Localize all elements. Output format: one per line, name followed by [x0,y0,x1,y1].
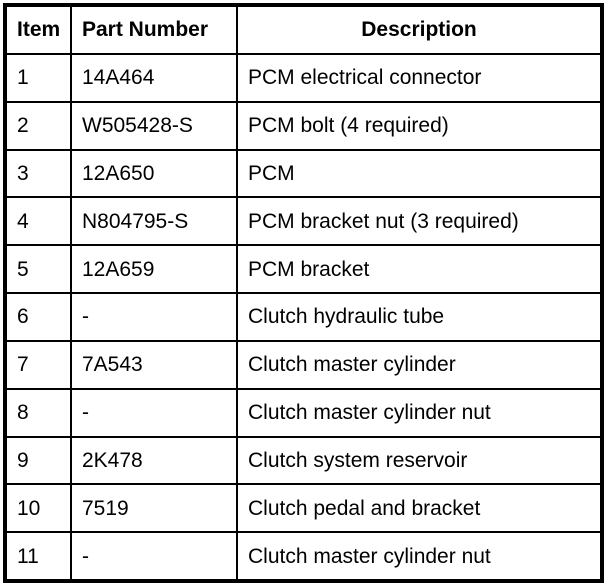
header-row: Item Part Number Description [4,4,603,55]
item-cell: 11 [4,531,72,582]
parts-table: Item Part Number Description 1 14A464 PC… [3,3,604,583]
description-cell: Clutch master cylinder [236,339,603,390]
description-cell: Clutch hydraulic tube [236,292,603,342]
description-cell: Clutch pedal and bracket [236,483,603,534]
table-row: 10 7519 Clutch pedal and bracket [4,483,603,534]
part-number-cell: 7519 [70,483,238,534]
item-cell: 8 [4,387,72,438]
description-cell: PCM [236,148,603,199]
part-number-cell: 14A464 [70,53,238,103]
item-cell: 7 [4,339,72,390]
item-cell: 6 [4,292,72,342]
item-cell: 4 [4,196,72,247]
description-cell: Clutch system reservoir [236,435,603,486]
column-header-description: Description [236,4,603,55]
item-cell: 10 [4,483,72,534]
part-number-cell: - [70,387,238,438]
description-cell: Clutch master cylinder nut [236,531,603,582]
part-number-cell: 2K478 [70,435,238,486]
part-number-cell: - [70,531,238,582]
table-row: 6 - Clutch hydraulic tube [4,292,603,342]
table-row: 5 12A659 PCM bracket [4,244,603,295]
item-cell: 3 [4,148,72,199]
table-row: 2 W505428-S PCM bolt (4 required) [4,100,603,151]
description-cell: PCM bolt (4 required) [236,100,603,151]
description-cell: PCM electrical connector [236,53,603,103]
table-row: 1 14A464 PCM electrical connector [4,53,603,103]
part-number-cell: 12A659 [70,244,238,295]
parts-table-body: 1 14A464 PCM electrical connector 2 W505… [4,53,603,582]
part-number-cell: - [70,292,238,342]
column-header-part-number: Part Number [70,4,238,55]
item-cell: 9 [4,435,72,486]
part-number-cell: N804795-S [70,196,238,247]
column-header-item: Item [4,4,72,55]
description-cell: PCM bracket [236,244,603,295]
table-row: 11 - Clutch master cylinder nut [4,531,603,582]
item-cell: 1 [4,53,72,103]
table-row: 3 12A650 PCM [4,148,603,199]
parts-table-header: Item Part Number Description [4,4,603,55]
item-cell: 5 [4,244,72,295]
description-cell: PCM bracket nut (3 required) [236,196,603,247]
part-number-cell: 12A650 [70,148,238,199]
part-number-cell: 7A543 [70,339,238,390]
description-cell: Clutch master cylinder nut [236,387,603,438]
table-row: 8 - Clutch master cylinder nut [4,387,603,438]
table-row: 9 2K478 Clutch system reservoir [4,435,603,486]
table-row: 7 7A543 Clutch master cylinder [4,339,603,390]
part-number-cell: W505428-S [70,100,238,151]
table-row: 4 N804795-S PCM bracket nut (3 required) [4,196,603,247]
item-cell: 2 [4,100,72,151]
